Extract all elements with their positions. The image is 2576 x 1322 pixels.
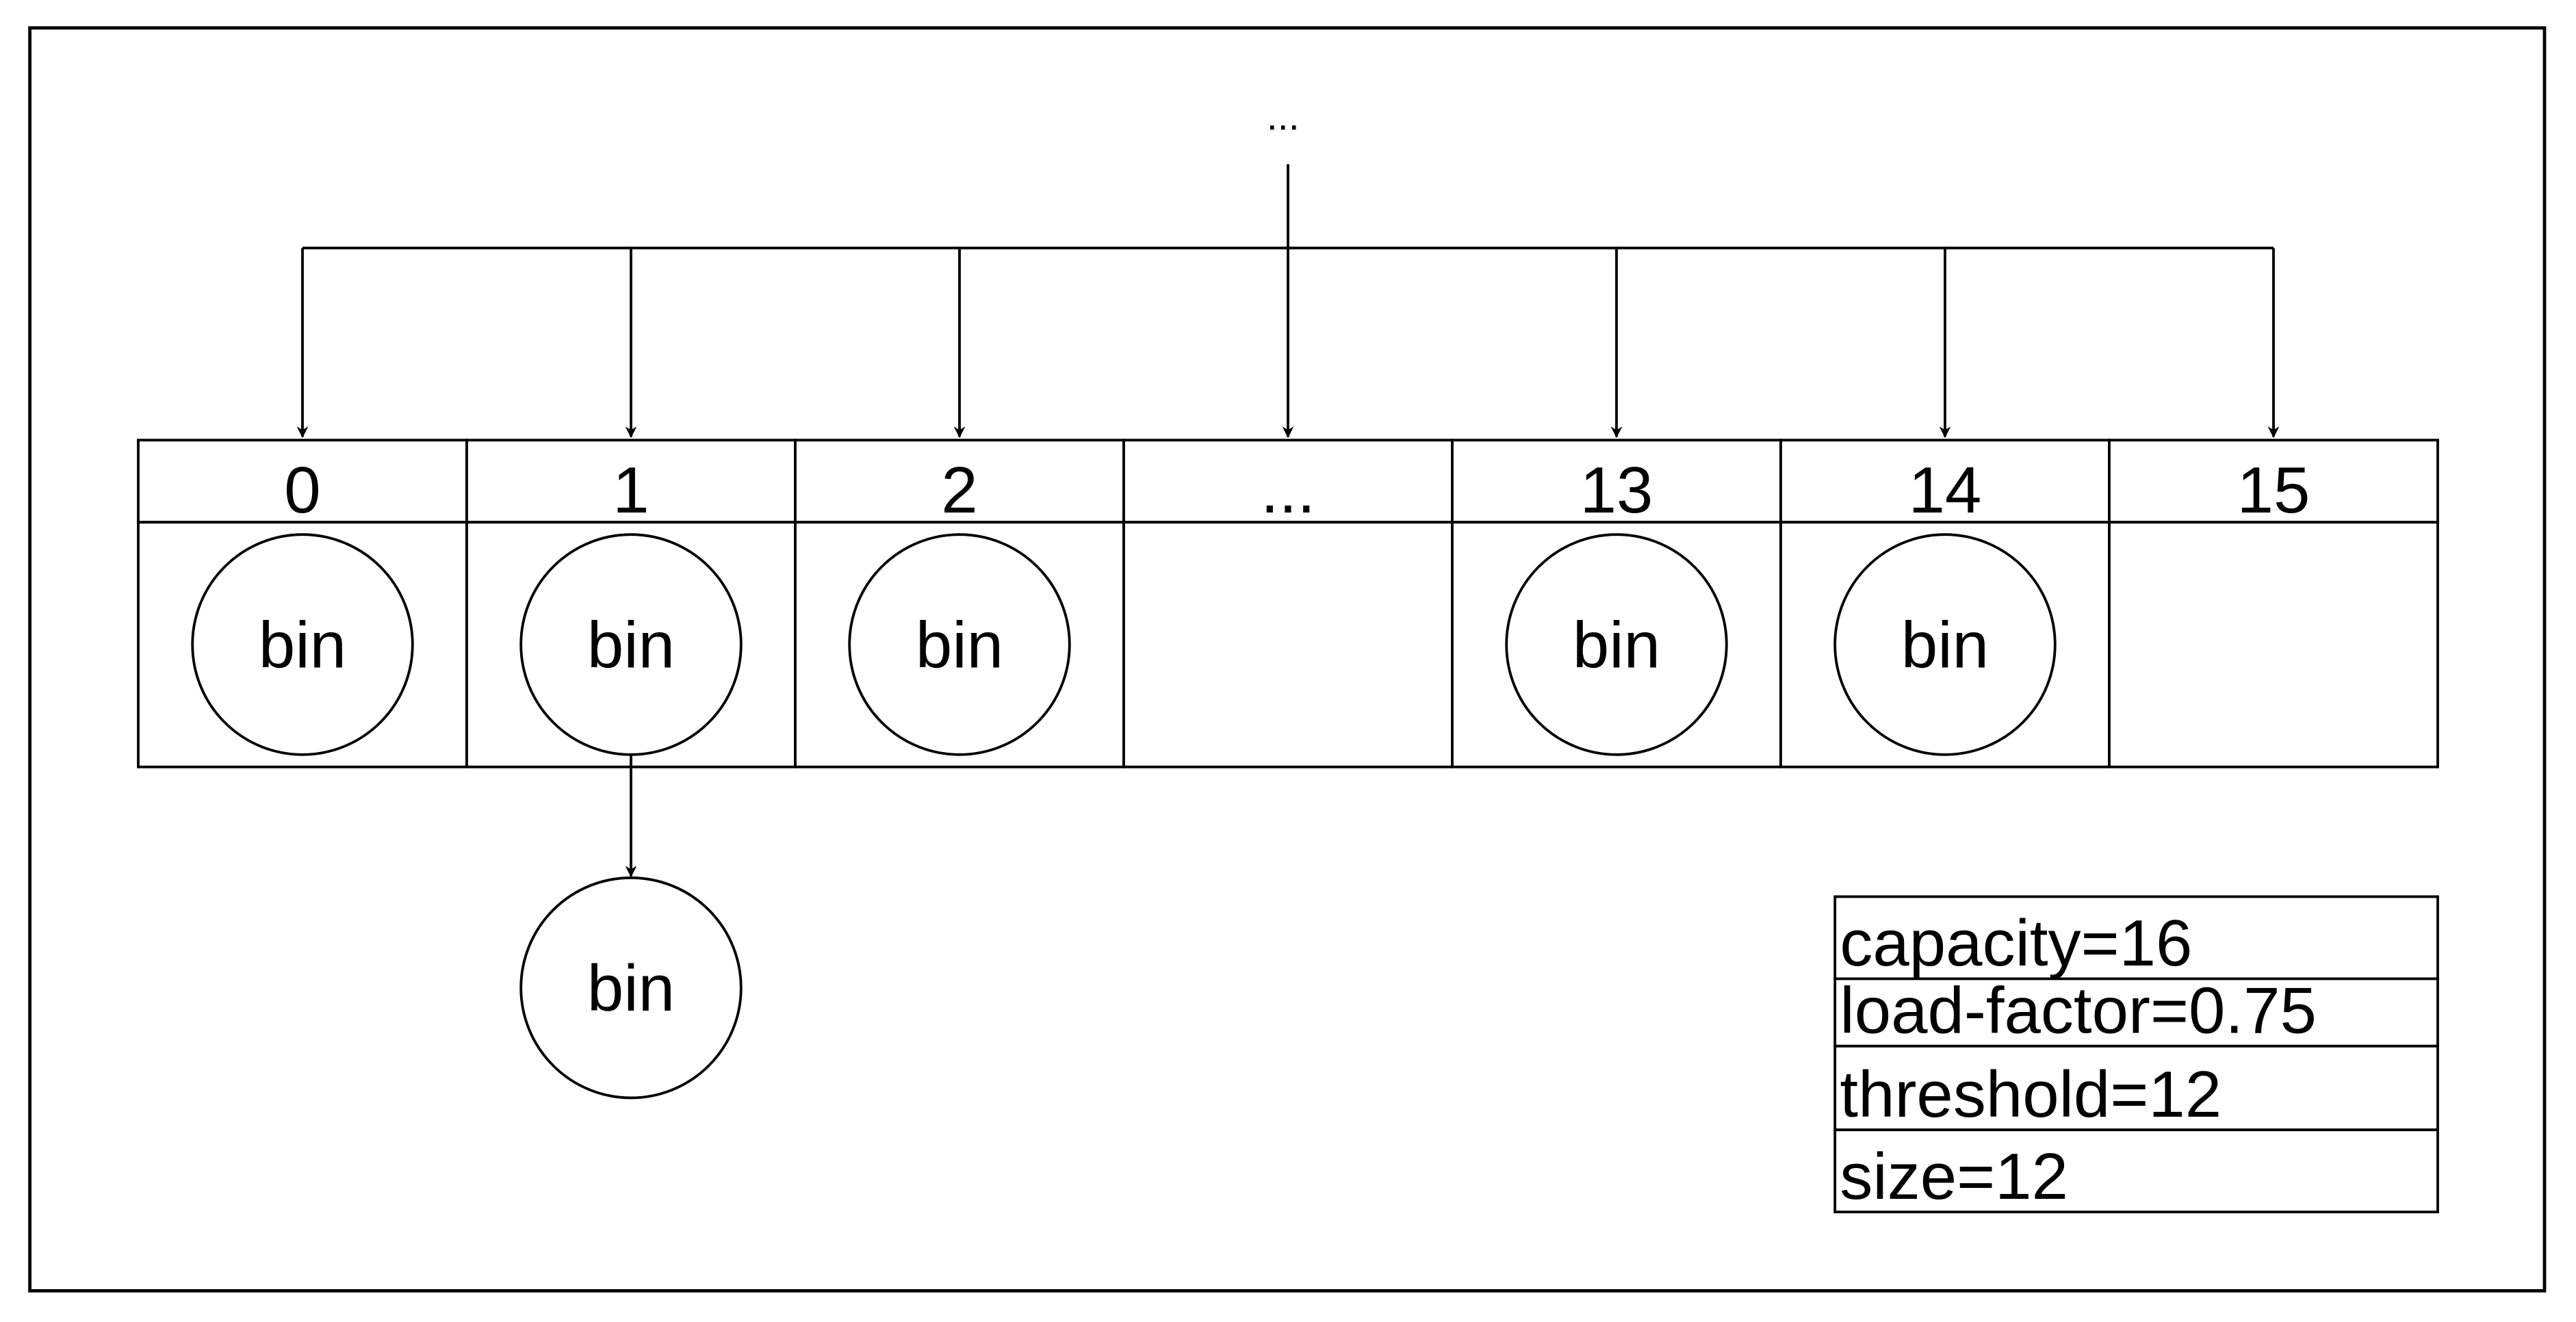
bucket-table: 0 bin 1 bin 2 bin... 13 bin 14 bin 15 xyxy=(137,439,2439,768)
bin-label: bin xyxy=(259,609,346,682)
info-text-capacity: capacity=16 xyxy=(1840,907,2192,980)
info-text-threshold: threshold=12 xyxy=(1840,1058,2221,1131)
bucket-index-label: 0 xyxy=(284,454,320,527)
bucket-index-label: 1 xyxy=(613,454,649,527)
bucket-body-cell xyxy=(1122,521,1454,768)
bucket-body-cell xyxy=(2108,521,2439,768)
info-row-size xyxy=(1833,1128,2439,1214)
info-text-load-factor: load-factor=0.75 xyxy=(1840,974,2316,1048)
distribution-lines xyxy=(296,164,2280,439)
info-row-load-factor xyxy=(1833,977,2439,1048)
info-row-capacity xyxy=(1833,895,2439,981)
bucket-header-cell xyxy=(2108,439,2439,524)
bucket-index-label: 2 xyxy=(941,454,977,527)
info-row-threshold xyxy=(1833,1044,2439,1132)
bucket-header-cell xyxy=(1451,439,1782,524)
bucket-header-cell xyxy=(1122,439,1454,524)
bin-node xyxy=(191,533,414,756)
bin-label: bin xyxy=(1901,609,1989,682)
diagram-frame xyxy=(28,26,2547,1293)
info-text-size: size=12 xyxy=(1840,1140,2068,1213)
chained-bin-label: bin xyxy=(587,952,675,1025)
chained-bins: bin xyxy=(519,754,743,1100)
bin-label: bin xyxy=(587,609,675,682)
source-label: ... xyxy=(1267,95,1300,139)
bucket-index-label: 14 xyxy=(1909,454,1982,527)
bucket-index-label: 15 xyxy=(2237,454,2310,527)
bin-node xyxy=(1505,533,1728,756)
bucket-index-label: ... xyxy=(1261,454,1315,527)
chained-bin-node xyxy=(519,876,743,1100)
bin-label: bin xyxy=(1573,609,1660,682)
bin-node xyxy=(848,533,1071,756)
bin-node xyxy=(1833,533,2057,756)
bucket-index-label: 13 xyxy=(1580,454,1653,527)
bin-label: bin xyxy=(916,609,1003,682)
